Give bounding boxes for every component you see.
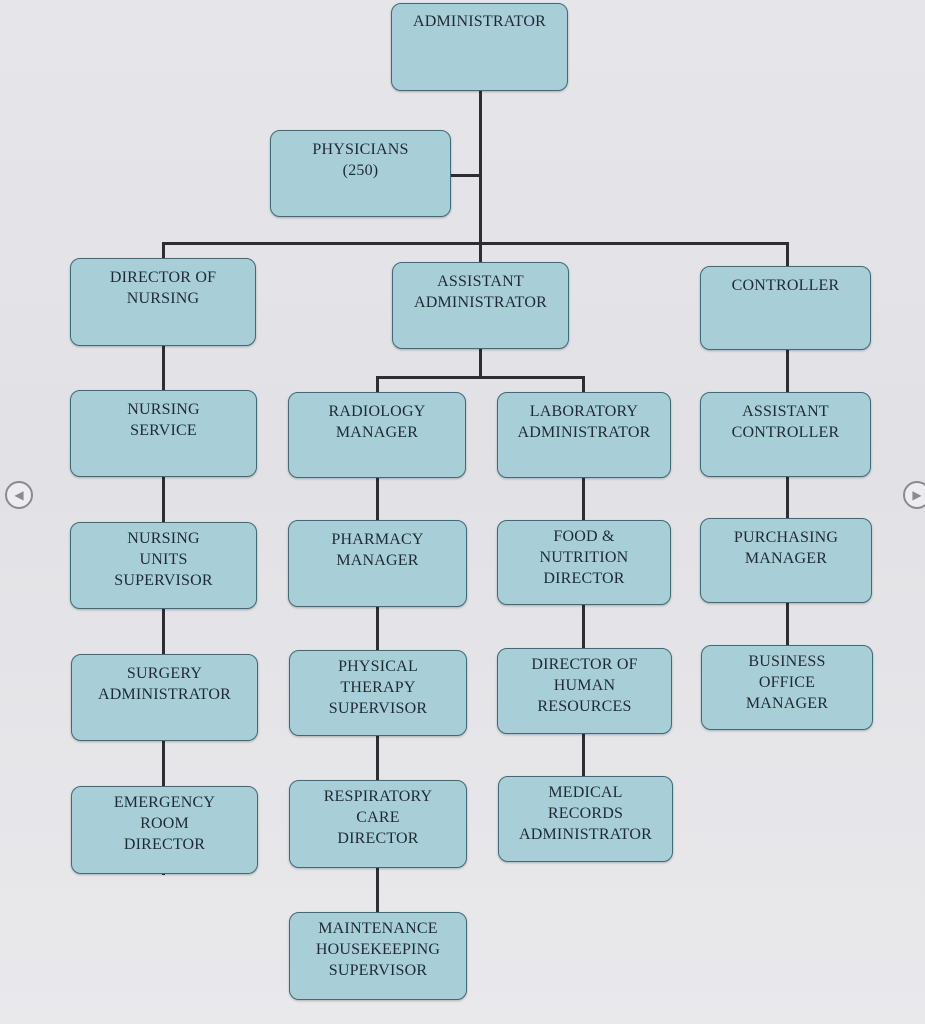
node-label-line: RADIOLOGY (328, 403, 426, 420)
node-label-line: MEDICAL (548, 784, 623, 801)
node-label-line: UNITS (139, 551, 188, 568)
node-director-of-human-resources[interactable]: DIRECTOR OF HUMAN RESOURCES (497, 648, 672, 734)
node-label-line: CONTROLLER (731, 277, 840, 294)
node-label-line: MANAGER (335, 424, 419, 441)
node-label-line: ASSISTANT (437, 273, 524, 290)
connector-line (582, 476, 585, 781)
node-controller[interactable]: CONTROLLER (700, 266, 871, 350)
node-label-line: ROOM (140, 815, 189, 832)
connector-line (479, 242, 482, 264)
node-administrator[interactable]: ADMINISTRATOR (391, 3, 568, 91)
node-label-line: DIRECTOR OF (531, 656, 638, 673)
node-nursing-units-supervisor[interactable]: NURSING UNITS SUPERVISOR (70, 522, 257, 609)
chevron-left-icon[interactable]: ◀ (5, 481, 33, 509)
node-label-line: RECORDS (547, 805, 624, 822)
node-physicians[interactable]: PHYSICIANS (250) (270, 130, 451, 217)
node-label-line: DIRECTOR (337, 830, 419, 847)
connector-line (479, 348, 482, 378)
node-label-line: THERAPY (340, 679, 416, 696)
connector-line (162, 242, 165, 260)
node-business-office-manager[interactable]: BUSINESS OFFICE MANAGER (701, 645, 873, 730)
node-radiology-manager[interactable]: RADIOLOGY MANAGER (288, 392, 466, 478)
node-label-line: DIRECTOR OF (109, 269, 217, 286)
connector-line (376, 376, 379, 394)
node-label-line: MANAGER (336, 552, 419, 569)
node-label-line: NURSING (126, 290, 200, 307)
chevron-right-icon[interactable]: ▶ (903, 481, 925, 509)
node-assistant-administrator[interactable]: ASSISTANT ADMINISTRATOR (392, 262, 569, 349)
node-label-line: LABORATORY (529, 403, 639, 420)
node-respiratory-care-director[interactable]: RESPIRATORY CARE DIRECTOR (289, 780, 467, 868)
node-surgery-administrator[interactable]: SURGERY ADMINISTRATOR (71, 654, 258, 741)
node-label-line: PHYSICIANS (312, 141, 409, 158)
node-label-line: NURSING (127, 401, 200, 418)
node-label-line: RESPIRATORY (323, 788, 433, 805)
node-label-line: ADMINISTRATOR (517, 424, 651, 441)
node-laboratory-administrator[interactable]: LABORATORY ADMINISTRATOR (497, 392, 671, 478)
node-label-line: NURSING (127, 530, 200, 547)
node-label-line: PURCHASING (733, 529, 839, 546)
node-label-line: PHARMACY (331, 531, 424, 548)
connector-line (786, 348, 789, 648)
node-label-line: ADMINISTRATOR (519, 826, 652, 843)
node-label-line: PHYSICAL (338, 658, 418, 675)
node-label-line: FOOD & (553, 528, 615, 545)
node-emergency-room-director[interactable]: EMERGENCY ROOM DIRECTOR (71, 786, 258, 874)
connector-line (162, 345, 165, 875)
node-label-line: ADMINISTRATOR (98, 686, 231, 703)
node-label-line: ADMINISTRATOR (413, 13, 546, 30)
node-director-of-nursing[interactable]: DIRECTOR OF NURSING (70, 258, 256, 346)
node-label-line: DIRECTOR (543, 570, 625, 587)
connector-line (451, 174, 481, 177)
node-label-line: HOUSEKEEPING (315, 941, 441, 958)
node-label-line: RESOURCES (537, 698, 632, 715)
node-label-line: SERVICE (130, 422, 197, 439)
node-label-line: ADMINISTRATOR (414, 294, 547, 311)
node-label-line: CARE (356, 809, 400, 826)
node-label-line: DIRECTOR (123, 836, 206, 853)
node-label-line: SURGERY (126, 665, 203, 682)
node-label-line: SUPERVISOR (328, 962, 428, 979)
node-label-line: BUSINESS (748, 653, 826, 670)
node-nursing-service[interactable]: NURSING SERVICE (70, 390, 257, 477)
node-label-line: NUTRITION (539, 549, 629, 566)
connector-line (479, 90, 482, 250)
connector-line (786, 242, 789, 268)
connector-line (162, 242, 789, 245)
node-label-line: MANAGER (744, 550, 828, 567)
connector-line (376, 376, 585, 379)
node-label-line: HUMAN (553, 677, 616, 694)
node-physical-therapy-supervisor[interactable]: PHYSICAL THERAPY SUPERVISOR (289, 650, 467, 736)
node-pharmacy-manager[interactable]: PHARMACY MANAGER (288, 520, 467, 607)
node-label-line: (250) (342, 162, 379, 179)
node-assistant-controller[interactable]: ASSISTANT CONTROLLER (700, 392, 871, 477)
node-label-line: CONTROLLER (731, 424, 840, 441)
node-label-line: MANAGER (745, 695, 829, 712)
node-label-line: SUPERVISOR (328, 700, 428, 717)
node-label-line: EMERGENCY (113, 794, 216, 811)
node-medical-records-administrator[interactable]: MEDICAL RECORDS ADMINISTRATOR (498, 776, 673, 862)
node-maintenance-housekeeping-supervisor[interactable]: MAINTENANCE HOUSEKEEPING SUPERVISOR (289, 912, 467, 1000)
node-label-line: ASSISTANT (742, 403, 829, 420)
node-label-line: SUPERVISOR (114, 572, 213, 589)
node-label-line: MAINTENANCE (318, 920, 438, 937)
node-purchasing-manager[interactable]: PURCHASING MANAGER (700, 518, 872, 603)
connector-line (582, 376, 585, 394)
node-food-nutrition-director[interactable]: FOOD & NUTRITION DIRECTOR (497, 520, 671, 605)
node-label-line: OFFICE (758, 674, 816, 691)
